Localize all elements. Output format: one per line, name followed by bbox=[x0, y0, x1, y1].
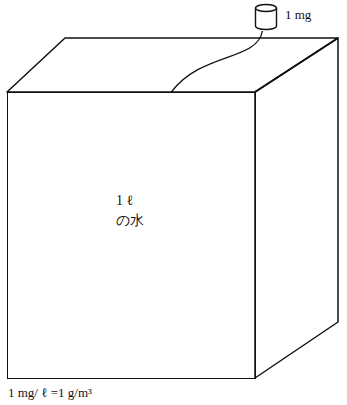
volume-label: 1 ℓ の水 bbox=[116, 191, 150, 232]
caption: 1 mg/ ℓ =1 g/m³ bbox=[8, 385, 92, 401]
water-cube: 1 ℓ の水 bbox=[7, 92, 256, 379]
cube-top-face bbox=[7, 38, 338, 92]
cube-side-face bbox=[255, 38, 338, 378]
mass-label: 1 mg bbox=[285, 7, 311, 23]
pour-line bbox=[171, 31, 262, 92]
cylinder-outline bbox=[254, 3, 278, 31]
weight-cylinder: 1 mg bbox=[254, 3, 278, 31]
